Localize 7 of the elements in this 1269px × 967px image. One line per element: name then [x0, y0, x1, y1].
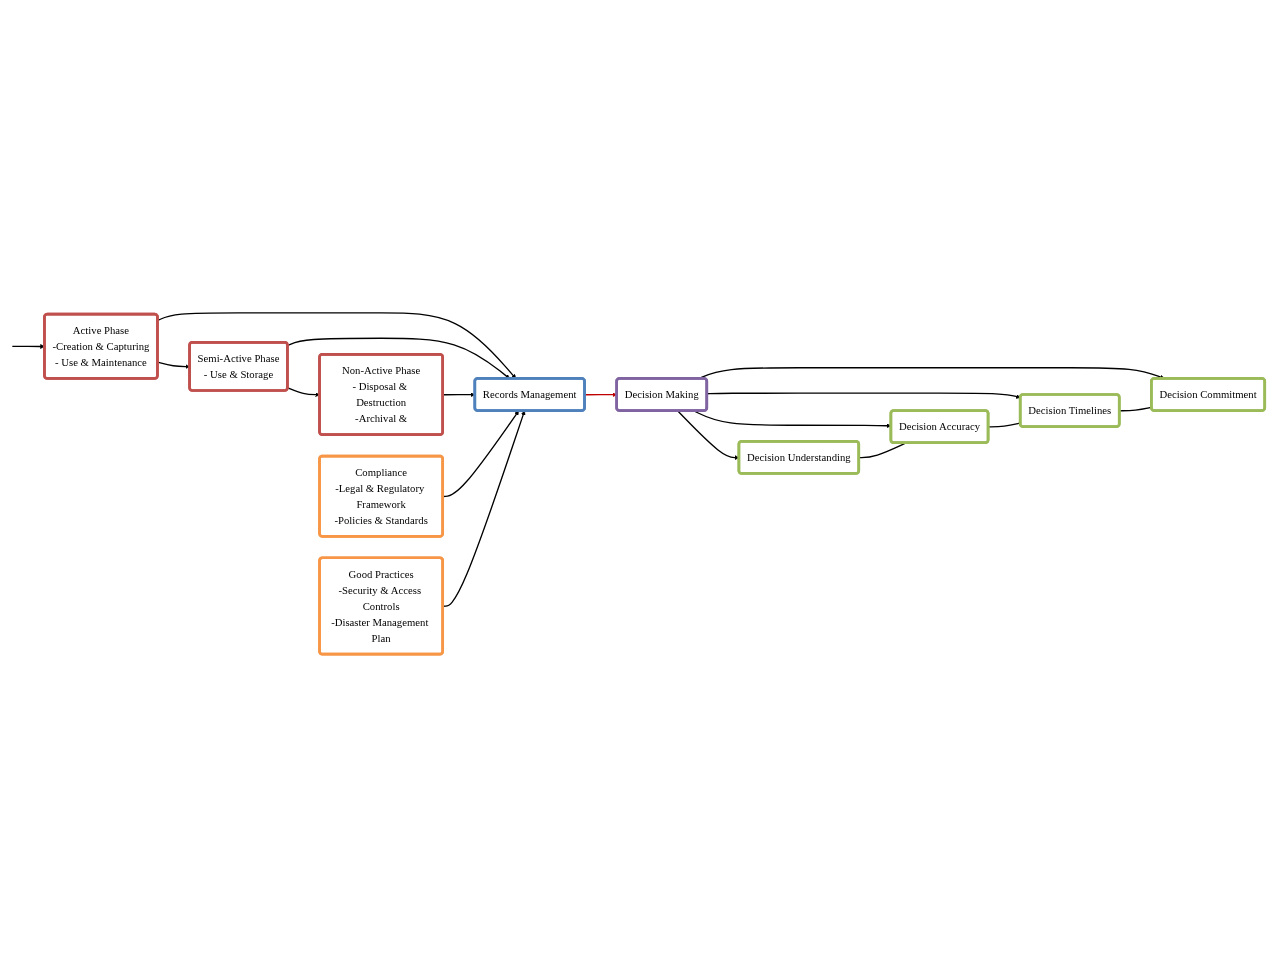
- arrow: [442, 410, 526, 607]
- arrow: [706, 392, 1021, 399]
- arrow: [442, 410, 519, 498]
- arrow: [11, 344, 45, 349]
- arrow: [157, 312, 517, 379]
- arrow: [287, 337, 510, 379]
- arrow: [287, 387, 320, 398]
